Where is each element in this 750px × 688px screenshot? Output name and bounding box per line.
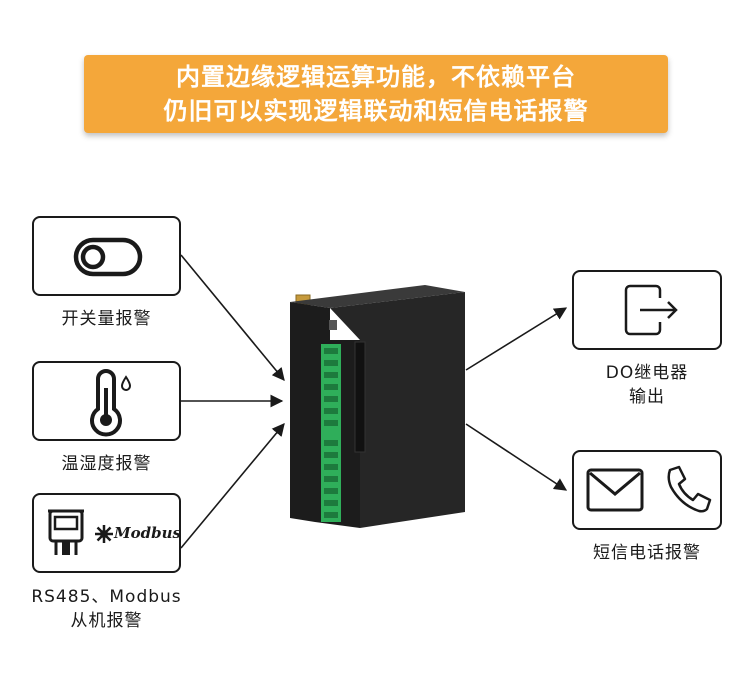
output-arrow-icon xyxy=(624,284,678,336)
modbus-logo-icon xyxy=(95,525,113,543)
arrow-rs485-to-device xyxy=(180,423,285,549)
temp-alarm-label: 温湿度报警 xyxy=(61,454,152,474)
headline-line-2: 仍旧可以实现逻辑联动和短信电话报警 xyxy=(163,97,589,125)
rs485-alarm-label-2: 从机报警 xyxy=(70,611,143,631)
switch-alarm-box xyxy=(32,216,181,296)
toggle-switch-icon xyxy=(73,237,143,277)
serial-port-icon xyxy=(48,509,84,555)
arrow-device-to-sms xyxy=(465,423,568,491)
modbus-logo-text: Modbus xyxy=(114,524,181,542)
relay-output-box xyxy=(572,270,722,350)
phone-icon xyxy=(667,465,712,513)
envelope-icon xyxy=(586,468,644,512)
headline-line-1: 内置边缘逻辑运算功能，不依赖平台 xyxy=(176,63,576,91)
sms-call-alarm-box xyxy=(572,450,722,530)
rs485-alarm-label-1: RS485、Modbus xyxy=(31,587,182,607)
arrow-switch-to-device xyxy=(180,254,285,381)
headline-banner: 内置边缘逻辑运算功能，不依赖平台 仍旧可以实现逻辑联动和短信电话报警 xyxy=(84,55,668,133)
gateway-device-image xyxy=(290,285,465,528)
temp-alarm-box xyxy=(32,361,181,441)
arrow-device-to-relay xyxy=(465,307,568,371)
switch-alarm-label: 开关量报警 xyxy=(61,309,152,329)
relay-output-label-1: DO继电器 xyxy=(605,363,689,383)
thermometer-icon xyxy=(90,369,132,437)
relay-output-label-2: 输出 xyxy=(629,387,665,407)
sms-call-alarm-label: 短信电话报警 xyxy=(593,543,701,563)
rs485-alarm-box: Modbus xyxy=(32,493,181,573)
